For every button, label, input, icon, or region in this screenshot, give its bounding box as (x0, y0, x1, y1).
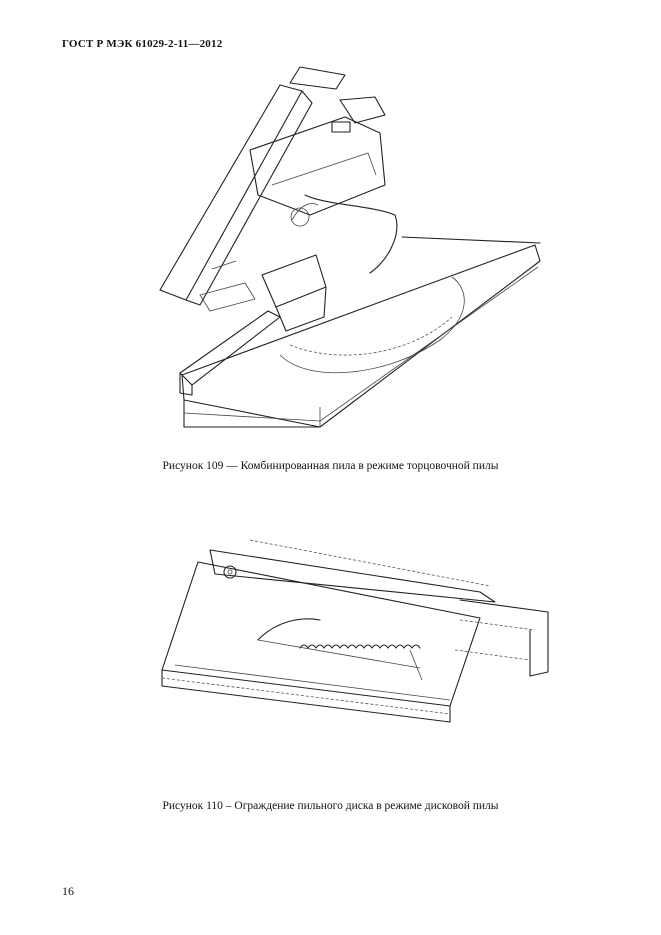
page-number: 16 (62, 884, 74, 898)
figure-109-caption: Рисунок 109 — Комбинированная пила в реж… (162, 460, 499, 472)
figure-110-saw-guard-illustration (150, 530, 560, 730)
figure-109-miter-saw-illustration (140, 55, 560, 440)
figure-110-caption: Рисунок 110 – Ограждение пильного диска … (162, 800, 499, 812)
document-header: ГОСТ Р МЭК 61029-2-11—2012 (62, 38, 223, 50)
